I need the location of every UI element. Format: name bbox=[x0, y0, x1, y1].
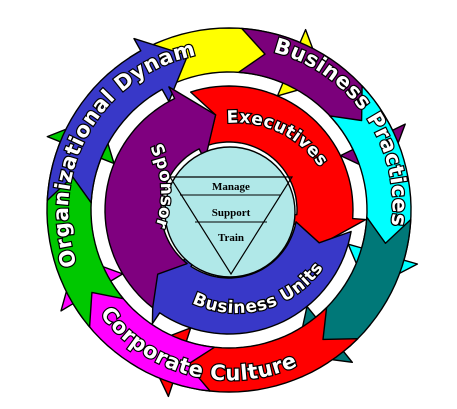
core-triangle bbox=[168, 176, 294, 276]
inner-ring bbox=[104, 85, 367, 335]
core-label-manage: Manage bbox=[212, 181, 250, 193]
core-label-support: Support bbox=[212, 207, 251, 219]
core-circle bbox=[164, 146, 296, 278]
outer-ring bbox=[46, 27, 419, 398]
core-label-train: Train bbox=[218, 232, 244, 244]
